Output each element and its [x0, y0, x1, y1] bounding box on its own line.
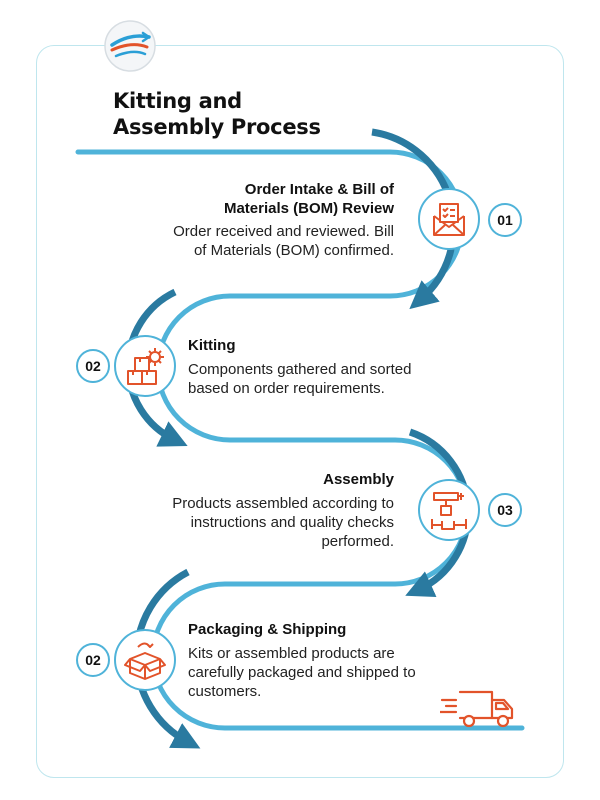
- assembly-line-icon: [431, 492, 467, 530]
- delivery-truck-icon: [440, 690, 514, 728]
- page-title: Kitting and Assembly Process: [113, 89, 321, 139]
- step-3-description: Products assembled according to instruct…: [172, 495, 394, 550]
- step-1-icon-badge: [418, 188, 480, 250]
- step-1-title: Order Intake & Bill of Materials (BOM) R…: [223, 181, 394, 217]
- step-2-number: 02: [76, 349, 110, 383]
- step-4-title: Packaging & Shipping: [188, 621, 347, 638]
- step-3-icon-badge: [418, 479, 480, 541]
- step-4-number: 02: [76, 643, 110, 677]
- company-logo: [104, 20, 156, 72]
- boxes-gear-icon: [127, 348, 164, 385]
- step-1-number: 01: [488, 203, 522, 237]
- step-1-description: Order received and reviewed. Bill of Mat…: [173, 223, 394, 259]
- step-3-number: 03: [488, 493, 522, 527]
- step-2-title: Kitting: [188, 337, 236, 354]
- envelope-checklist-icon: [433, 203, 465, 236]
- step-2-icon-badge: [114, 335, 176, 397]
- step-4-icon-badge: [114, 629, 176, 691]
- step-4-description: Kits or assembled products are carefully…: [188, 645, 416, 700]
- flow-line: [75, 149, 525, 731]
- step-3-title: Assembly: [323, 471, 394, 488]
- step-2-description: Components gathered and sorted based on …: [188, 361, 412, 397]
- open-box-icon: [124, 642, 166, 680]
